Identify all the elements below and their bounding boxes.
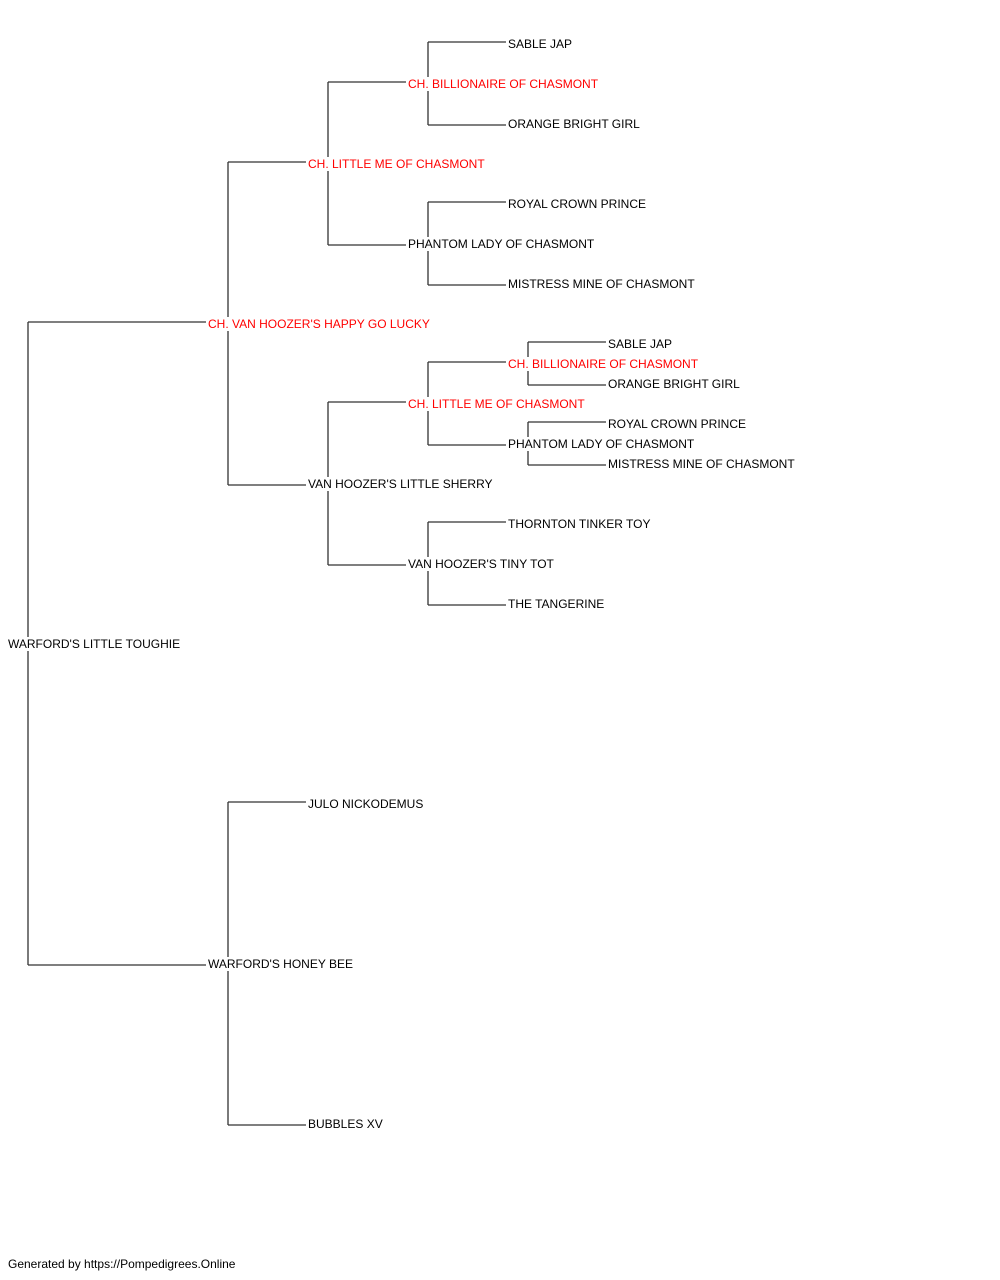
dog-name-sdsd-sire: ROYAL CROWN PRINCE	[608, 417, 749, 431]
dog-name-sdd-sire: THORNTON TINKER TOY	[508, 517, 653, 531]
dog-name-ss-dam: PHANTOM LADY OF CHASMONT	[408, 237, 597, 251]
dog-name-sire: CH. VAN HOOZER'S HAPPY GO LUCKY	[208, 317, 432, 331]
dog-name-sdd-dam: THE TANGERINE	[508, 597, 607, 611]
generated-by-footer: Generated by https://Pompedigrees.Online	[8, 1257, 236, 1271]
dog-name-ssd-dam: MISTRESS MINE OF CHASMONT	[508, 277, 697, 291]
dog-name-sire-dam: VAN HOOZER'S LITTLE SHERRY	[308, 477, 495, 491]
dog-name-sds-dam: PHANTOM LADY OF CHASMONT	[508, 437, 697, 451]
dog-name-sd-dam: VAN HOOZER'S TINY TOT	[408, 557, 556, 571]
dog-name-sds-sire: CH. BILLIONAIRE OF CHASMONT	[508, 357, 701, 371]
dog-name-ss-sire: CH. BILLIONAIRE OF CHASMONT	[408, 77, 601, 91]
dog-name-sss-sire: SABLE JAP	[508, 37, 575, 51]
dog-name-sd-sire: CH. LITTLE ME OF CHASMONT	[408, 397, 587, 411]
dog-name-dam-sire: JULO NICKODEMUS	[308, 797, 426, 811]
dog-name-dam-dam: BUBBLES XV	[308, 1117, 385, 1131]
dog-name-sdss-sire: SABLE JAP	[608, 337, 675, 351]
dog-name-sdsd-dam: MISTRESS MINE OF CHASMONT	[608, 457, 797, 471]
dog-name-sss-dam: ORANGE BRIGHT GIRL	[508, 117, 642, 131]
dog-name-subject: WARFORD'S LITTLE TOUGHIE	[8, 637, 183, 651]
dog-name-dam: WARFORD'S HONEY BEE	[208, 957, 355, 971]
dog-name-ssd-sire: ROYAL CROWN PRINCE	[508, 197, 649, 211]
dog-name-sdss-dam: ORANGE BRIGHT GIRL	[608, 377, 742, 391]
dog-name-sire-sire: CH. LITTLE ME OF CHASMONT	[308, 157, 487, 171]
